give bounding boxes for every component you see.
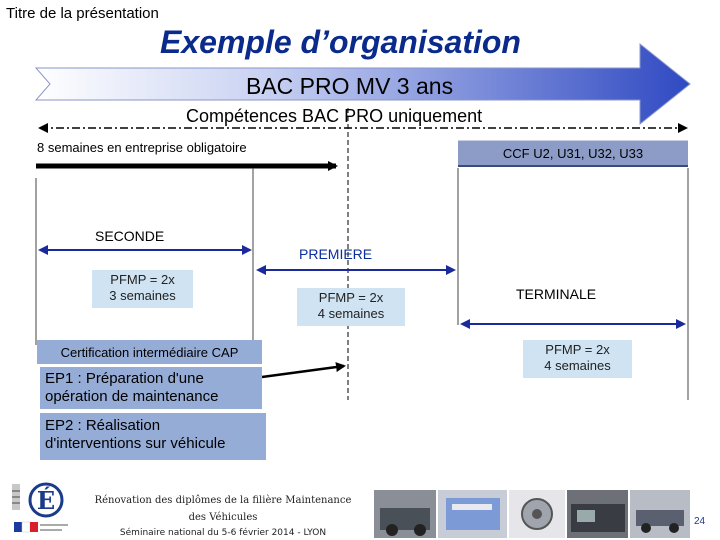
- footer-title-line2: des Véhicules: [78, 512, 368, 523]
- pfmp-premiere-line1: PFMP = 2x: [297, 290, 405, 306]
- ep2-line1: EP2 : Réalisation: [45, 417, 261, 435]
- pfmp-terminale-box: PFMP = 2x 4 semaines: [523, 340, 632, 378]
- garage-photo: [567, 490, 629, 538]
- terminale-label: TERMINALE: [516, 286, 596, 302]
- pfmp-seconde-box: PFMP = 2x 3 semaines: [92, 270, 193, 308]
- ep1-box: EP1 : Préparation d'une opération de mai…: [40, 367, 262, 409]
- ep1-line1: EP1 : Préparation d'une: [45, 370, 257, 388]
- ep1-arrow: [262, 366, 344, 377]
- ministry-logo: É: [10, 478, 72, 538]
- premiere-label: PREMIERE: [299, 246, 372, 262]
- workshop-photo: [374, 490, 436, 538]
- ep2-box: EP2 : Réalisation d'interventions sur vé…: [40, 413, 266, 460]
- certification-box: Certification intermédiaire CAP: [37, 340, 262, 364]
- pfmp-seconde-line1: PFMP = 2x: [92, 272, 193, 288]
- seconde-label: SECONDE: [95, 228, 164, 244]
- pfmp-premiere-box: PFMP = 2x 4 semaines: [297, 288, 405, 326]
- vehicle-photo: [630, 490, 690, 538]
- main-arrow-label: BAC PRO MV 3 ans: [246, 73, 453, 100]
- pfmp-seconde-line2: 3 semaines: [92, 288, 193, 304]
- pfmp-premiere-line2: 4 semaines: [297, 306, 405, 322]
- ccf-box: CCF U2, U31, U32, U33: [458, 140, 688, 167]
- entreprise-label: 8 semaines en entreprise obligatoire: [37, 140, 247, 155]
- footer-title-line1: Rénovation des diplômes de la filière Ma…: [78, 495, 368, 506]
- ep1-line2: opération de maintenance: [45, 388, 257, 406]
- svg-text:É: É: [37, 486, 55, 515]
- engine-part-photo: [509, 490, 565, 538]
- pfmp-terminale-line2: 4 semaines: [523, 358, 632, 374]
- pfmp-terminale-line1: PFMP = 2x: [523, 342, 632, 358]
- competences-label: Compétences BAC PRO uniquement: [186, 106, 482, 127]
- ep2-line2: d'interventions sur véhicule: [45, 435, 261, 453]
- diagnostic-photo: [438, 490, 508, 538]
- page-number: 24: [694, 516, 705, 527]
- ccf-label: CCF U2, U31, U32, U33: [503, 146, 643, 161]
- photo-strip: [374, 490, 690, 538]
- certification-label: Certification intermédiaire CAP: [61, 345, 239, 360]
- footer-seminar: Séminaire national du 5-6 février 2014 -…: [78, 528, 368, 538]
